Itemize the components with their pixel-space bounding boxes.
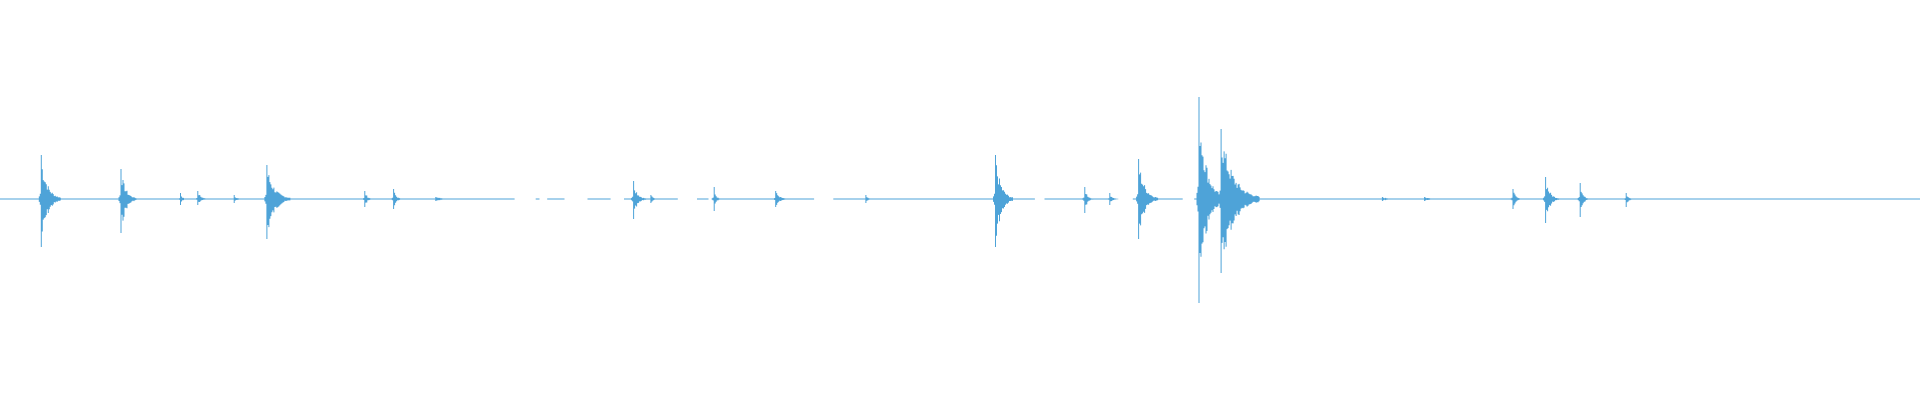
transient-envelope [178,193,187,205]
waveform-transient [711,187,721,211]
transient-envelope [863,195,873,203]
transient-envelope [38,155,61,247]
waveform-transient [264,165,291,239]
transient-envelope [1379,197,1402,201]
waveform-transient [391,189,403,209]
waveform-transient [631,181,647,219]
waveform-transient [1082,187,1094,213]
transient-envelope [362,191,374,207]
transient-envelope [773,191,789,207]
waveform-transient [195,191,209,205]
transient-envelope [1107,193,1119,205]
transient-envelope [1082,187,1094,213]
transient-envelope [1422,197,1445,201]
transient-envelope [1510,189,1522,209]
transient-envelope [1196,97,1223,303]
transient-envelope [391,189,403,209]
transient-envelope [118,169,137,233]
waveform-transient [433,197,460,201]
transient-envelope [1218,129,1260,273]
transient-envelope [648,195,660,203]
waveform-transient [1107,193,1119,205]
transient-envelope [631,181,647,219]
transient-envelope [1623,193,1635,207]
waveform-transient [1218,129,1260,273]
waveform-transient [1422,197,1445,201]
transient-envelope [231,195,243,203]
transient-envelope [1136,159,1159,239]
waveform-transient [1543,177,1560,223]
waveform-transient [1136,159,1159,239]
waveform-transient [231,195,243,203]
transient-envelope [433,197,460,201]
waveform-transient [1623,193,1635,207]
waveform-transient [118,169,137,233]
transient-envelope [993,155,1013,247]
transient-envelope [1543,177,1560,223]
waveform-transient [648,195,660,203]
waveform-transient [362,191,374,207]
waveform-transient [1577,183,1589,217]
waveform-transient [863,195,873,203]
transient-envelope [264,165,291,239]
transient-envelope [195,191,209,205]
waveform-transient [773,191,789,207]
waveform-transient [1196,97,1223,303]
waveform-transient [38,155,61,247]
transient-envelope [1577,183,1589,217]
transient-envelope [711,187,721,211]
waveform-transient [1379,197,1402,201]
waveform-transient [178,193,187,205]
waveform-transients [38,97,1635,303]
waveform-transient [993,155,1013,247]
waveform-transient [1510,189,1522,209]
